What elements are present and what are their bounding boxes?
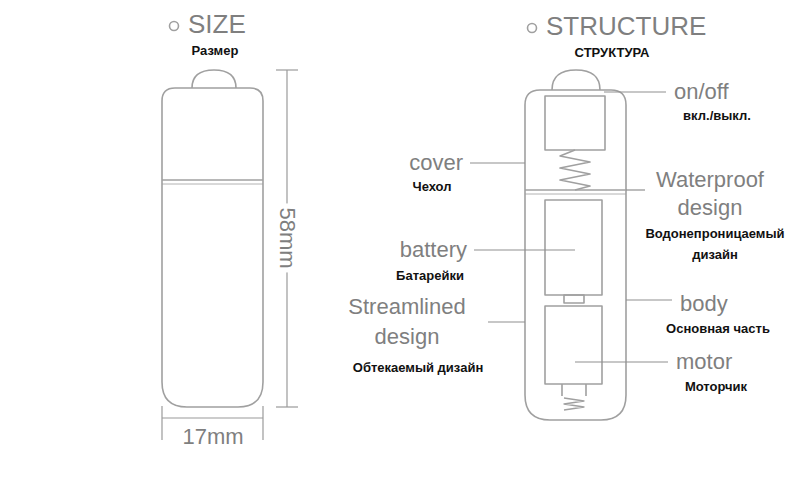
button xyxy=(552,70,600,90)
leader-line xyxy=(626,299,672,300)
part-label: on/off xyxy=(674,79,729,104)
dimension-tick xyxy=(262,406,263,440)
leader-line xyxy=(626,189,645,190)
leader-line xyxy=(604,91,666,92)
dimension-tick xyxy=(276,69,298,70)
button xyxy=(192,70,236,88)
motor-terminal xyxy=(562,384,586,396)
part-label-translation: Водонепроницаемый дизайн xyxy=(635,223,795,265)
dimension-line xyxy=(162,417,263,418)
dimension-tick xyxy=(161,406,162,440)
leader-line xyxy=(474,249,575,250)
leader-line xyxy=(470,162,525,163)
section-title-translation: Размер xyxy=(192,44,239,59)
switch xyxy=(545,96,605,150)
part-label-translation: Моторчик xyxy=(685,380,747,395)
part-label: cover xyxy=(409,150,463,175)
part-label: body xyxy=(680,291,728,316)
battery xyxy=(545,200,602,295)
part-label: motor xyxy=(676,349,732,374)
title-bullet xyxy=(170,22,179,31)
section-title: STRUCTURE xyxy=(546,12,706,42)
part-label-translation: Батарейки xyxy=(396,269,464,284)
part-label-translation: Обтекаемый дизайн xyxy=(353,361,483,376)
part-label: Streamlined design xyxy=(332,292,482,352)
motor xyxy=(545,306,602,384)
part-label: battery xyxy=(400,237,467,262)
leader-line xyxy=(488,321,525,322)
title-bullet xyxy=(528,24,537,33)
part-label: Waterproof design xyxy=(640,166,780,222)
spring xyxy=(560,150,590,190)
leader-line xyxy=(575,361,668,362)
section-title: SIZE xyxy=(188,10,246,40)
bullet-body xyxy=(525,90,626,420)
section-title-translation: СТРУКТУРА xyxy=(575,46,650,61)
motor-spring xyxy=(564,398,584,410)
part-label-translation: вкл./выкл. xyxy=(683,109,751,124)
battery-terminal xyxy=(564,295,584,303)
cover-seam xyxy=(162,179,263,181)
part-label-translation: Чехол xyxy=(413,180,452,195)
dimension-tick xyxy=(276,406,298,407)
dimension-label: 17mm xyxy=(182,424,243,449)
part-label-translation: Основная часть xyxy=(666,322,770,337)
cover-seam xyxy=(162,184,263,185)
bullet-body xyxy=(162,88,263,407)
cover-seam xyxy=(525,194,626,195)
dimension-label: 58mm xyxy=(274,203,299,272)
